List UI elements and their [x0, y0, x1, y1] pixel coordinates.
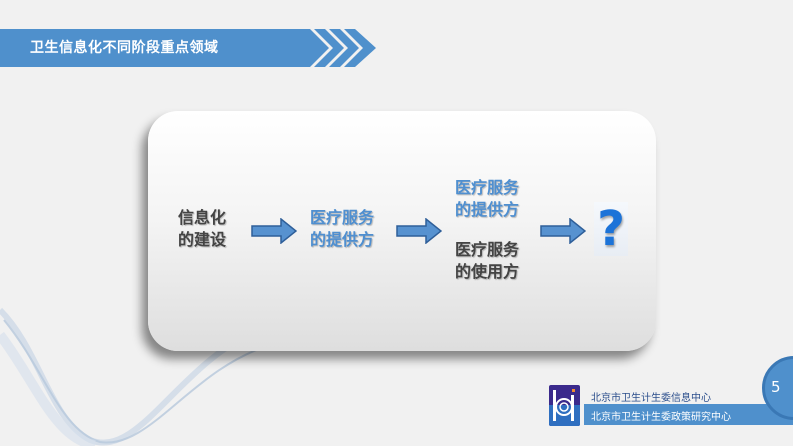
stage3a-line1: 医疗服务 [455, 178, 520, 197]
stage3a-line2: 的提供方 [455, 200, 520, 219]
stage1-line2: 的建设 [178, 230, 227, 249]
stage1-line1: 信息化 [178, 208, 227, 227]
title-banner [0, 29, 310, 67]
stage-informatization-construction: 信息化 的建设 [178, 207, 226, 251]
right-arrow-icon [396, 218, 442, 244]
stage2-line1: 医疗服务 [310, 208, 375, 227]
stage3b-line2: 的使用方 [455, 262, 520, 281]
stage3b-line1: 医疗服务 [455, 240, 520, 259]
right-arrow-icon [251, 218, 297, 244]
org-name-policy-center: 北京市卫生计生委政策研究中心 [591, 412, 731, 423]
stage-service-provider-2: 医疗服务 的提供方 [455, 177, 519, 221]
right-arrow-icon [540, 218, 586, 244]
stage-service-provider: 医疗服务 的提供方 [310, 207, 374, 251]
stage2-line2: 的提供方 [310, 230, 375, 249]
footer-bar [584, 404, 793, 425]
chevron-decoration-icon [305, 29, 376, 67]
hi-logo-icon [549, 385, 580, 426]
page-number: 5 [771, 378, 781, 396]
page-title: 卫生信息化不同阶段重点领域 [30, 40, 219, 56]
stage-service-user: 医疗服务 的使用方 [455, 239, 519, 283]
org-name-info-center: 北京市卫生计生委信息中心 [591, 393, 711, 404]
question-mark-icon: ? [594, 201, 628, 257]
